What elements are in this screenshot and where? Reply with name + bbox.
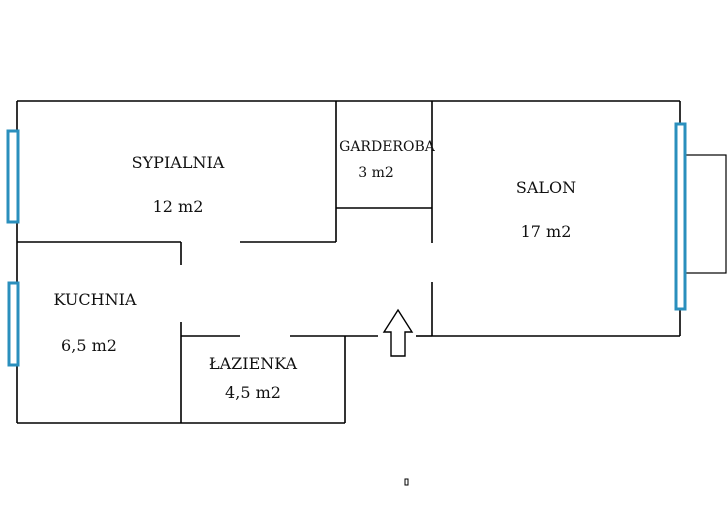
small-mark: [404, 478, 409, 486]
window-salon: [674, 122, 687, 311]
room-name-sypialnia: SYPIALNIA: [132, 153, 225, 172]
room-area-salon: 17 m2: [521, 222, 572, 241]
room-name-kuchnia: KUCHNIA: [54, 290, 137, 309]
up-arrow-icon: [382, 308, 414, 357]
room-area-sypialnia: 12 m2: [153, 197, 204, 216]
room-area-garderoba: 3 m2: [358, 165, 394, 181]
balcony: [683, 154, 727, 274]
room-labels: SYPIALNIA 12 m2 GARDEROBA 3 m2 SALON 17 …: [54, 139, 577, 402]
room-area-kuchnia: 6,5 m2: [61, 336, 117, 355]
room-area-lazienka: 4,5 m2: [225, 383, 281, 402]
window-sypialnia: [6, 129, 20, 224]
window-kuchnia: [7, 281, 20, 367]
room-name-garderoba: GARDEROBA: [339, 139, 436, 155]
windows: [6, 122, 687, 367]
room-name-salon: SALON: [516, 178, 576, 197]
room-name-lazienka: ŁAZIENKA: [209, 354, 298, 373]
